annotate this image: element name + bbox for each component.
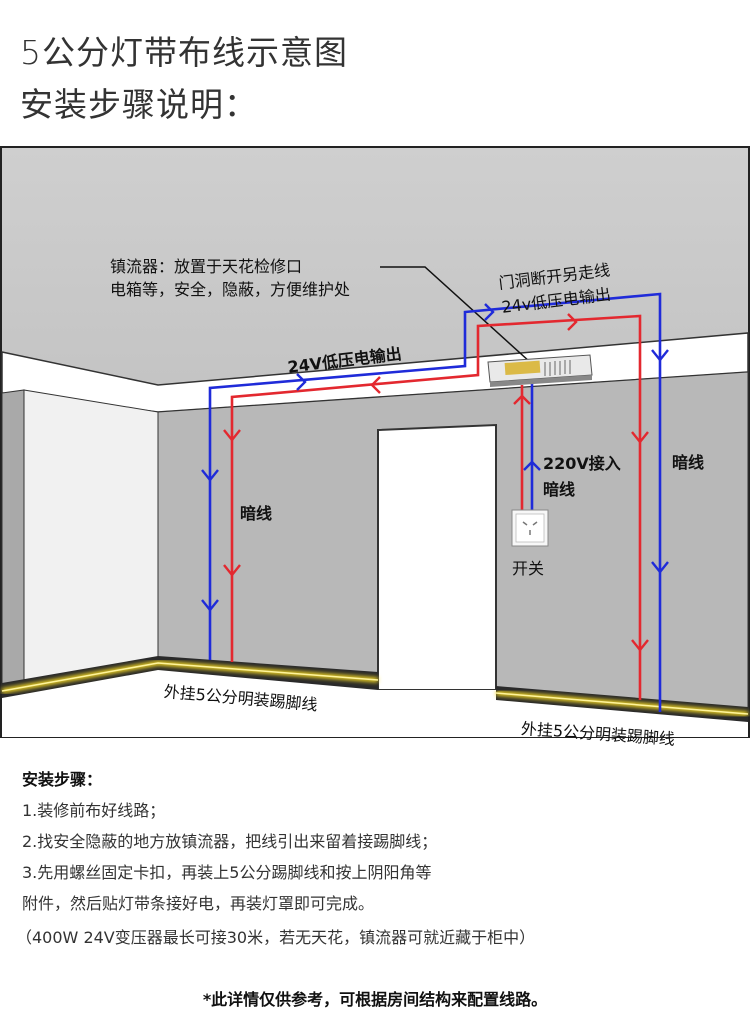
- ceiling: [2, 148, 748, 385]
- left-wall: [1, 389, 25, 691]
- switch-socket-icon: [511, 509, 549, 547]
- blue-wire: [208, 292, 662, 712]
- led-baseboard-left: [1, 656, 379, 698]
- steps-heading: 安装步骤：: [22, 770, 103, 789]
- hidden-wire-mid-label: 暗线: [543, 480, 576, 499]
- transformer-note: （400W 24V变压器最长可接30米，若无天花，镇流器可就近藏于柜中）: [16, 928, 536, 947]
- switch-label: 开关: [512, 559, 545, 578]
- floor: [2, 662, 748, 737]
- ballast-note-line1: 镇流器：放置于天花检修口: [110, 257, 303, 276]
- diagram-subtitle: 安装步骤说明：: [20, 85, 258, 124]
- step-3a: 3.先用螺丝固定卡扣，再装上5公分踢脚线和按上阴阳角等: [22, 863, 432, 882]
- hidden-wire-right-label: 暗线: [672, 453, 705, 472]
- hidden-wire-left-label: 暗线: [240, 504, 273, 523]
- step-2: 2.找安全隐蔽的地方放镇流器，把线引出来留着接踢脚线；: [22, 832, 438, 851]
- ballast-pointer: [380, 266, 531, 363]
- ballast-note-line2: 电箱等，安全，隐蔽，方便维护处: [110, 280, 351, 299]
- red-arrows: [223, 313, 649, 652]
- corner-wall: [23, 389, 159, 681]
- ballast: [487, 354, 593, 387]
- footnote: *此详情仅供参考，可根据房间结构来配置线路。: [202, 990, 548, 1009]
- diagram-title: 5公分灯带布线示意图: [20, 33, 348, 72]
- wiring-diagram: [0, 146, 750, 738]
- input-220v-label: 220V接入: [543, 454, 621, 473]
- step-1: 1.装修前布好线路；: [22, 801, 166, 820]
- blue-arrows: [201, 303, 669, 612]
- doorway: [377, 423, 497, 691]
- led-baseboard-right: [495, 686, 749, 722]
- step-3b: 附件，然后贴灯带条接好电，再装灯罩即可完成。: [22, 894, 375, 913]
